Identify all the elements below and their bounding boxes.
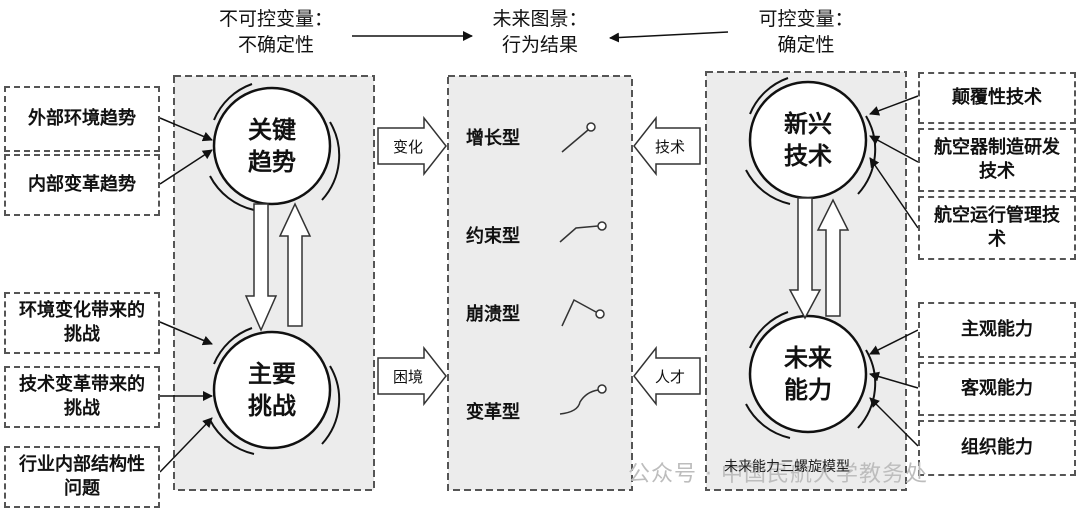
result-transform: 变革型 [466,402,520,423]
emerging-tech-label: 新兴 技术 [758,108,858,172]
right-item-ops-tech: 航空运行管理技术 [918,196,1076,260]
emerging-tech-line2: 技术 [784,142,832,170]
talent-arrow-label: 人才 [654,368,685,386]
future-capability-label: 未来 能力 [758,342,858,406]
key-trends-circle [209,83,341,211]
header-right-line2: 确定性 [777,34,835,56]
tech-arrow-label: 技术 [654,138,685,156]
result-collapse: 崩溃型 [466,304,520,325]
header-center-line2: 行为结果 [501,34,578,56]
header-right-line1: 可控变量： [758,8,854,30]
talent-arrow-shape [633,345,701,407]
change-arrow-label: 变化 [392,138,423,156]
right-item-org-ability: 组织能力 [918,420,1076,476]
left-connectors [159,117,213,473]
dilemma-arrow-label: 困境 [392,368,423,386]
tech-arrow-shape [633,115,701,177]
future-capability-line1: 未来 [784,344,832,372]
constraint-line-icon [559,221,607,243]
header-center-line1: 未来图景： [492,8,588,30]
right-item-disruptive-tech: 颠覆性技术 [918,72,1076,124]
emerging-tech-line1: 新兴 [784,110,832,138]
future-capability-circle [745,311,877,439]
collapse-line-icon [561,298,605,327]
header-arrow-right [609,31,729,43]
header-left-line2: 不确定性 [237,34,314,56]
left-item-tech-challenge: 技术变革带来的挑战 [4,366,160,428]
header-left: 不可控变量： 不确定性 [176,6,376,58]
model-caption: 未来能力三螺旋模型 [724,459,850,475]
growth-line-icon [561,122,596,153]
left-item-external-trend: 外部环境趋势 [4,86,160,152]
center-panel [447,75,633,491]
left-item-env-challenge: 环境变化带来的挑战 [4,292,160,354]
key-trends-label: 关键 趋势 [222,114,322,178]
left-vertical-arrows [244,202,312,332]
right-vertical-arrows [788,197,850,320]
main-challenges-line1: 主要 [248,360,296,388]
watermark-text: 公众号 · 中国民航大学教务处 [628,462,928,487]
main-challenges-label: 主要 挑战 [222,358,322,422]
main-challenges-circle [209,327,341,455]
header-center: 未来图景： 行为结果 [440,6,640,58]
left-item-industry-issue: 行业内部结构性问题 [4,446,160,508]
main-challenges-line2: 挑战 [248,392,296,420]
right-item-aircraft-tech: 航空器制造研发技术 [918,128,1076,192]
result-growth: 增长型 [466,128,520,149]
future-capability-line2: 能力 [784,376,832,404]
header-left-line1: 不可控变量： [218,8,333,30]
right-connectors [869,95,919,447]
transform-line-icon [559,384,607,415]
dilemma-arrow-shape [377,345,447,407]
key-trends-line1: 关键 [248,116,296,144]
right-item-subjective-ability: 主观能力 [918,302,1076,358]
right-item-objective-ability: 客观能力 [918,362,1076,416]
key-trends-line2: 趋势 [248,148,296,176]
change-arrow-shape [377,115,447,177]
header-right: 可控变量： 确定性 [706,6,906,58]
result-constraint: 约束型 [466,226,520,247]
left-item-internal-trend: 内部变革趋势 [4,154,160,216]
